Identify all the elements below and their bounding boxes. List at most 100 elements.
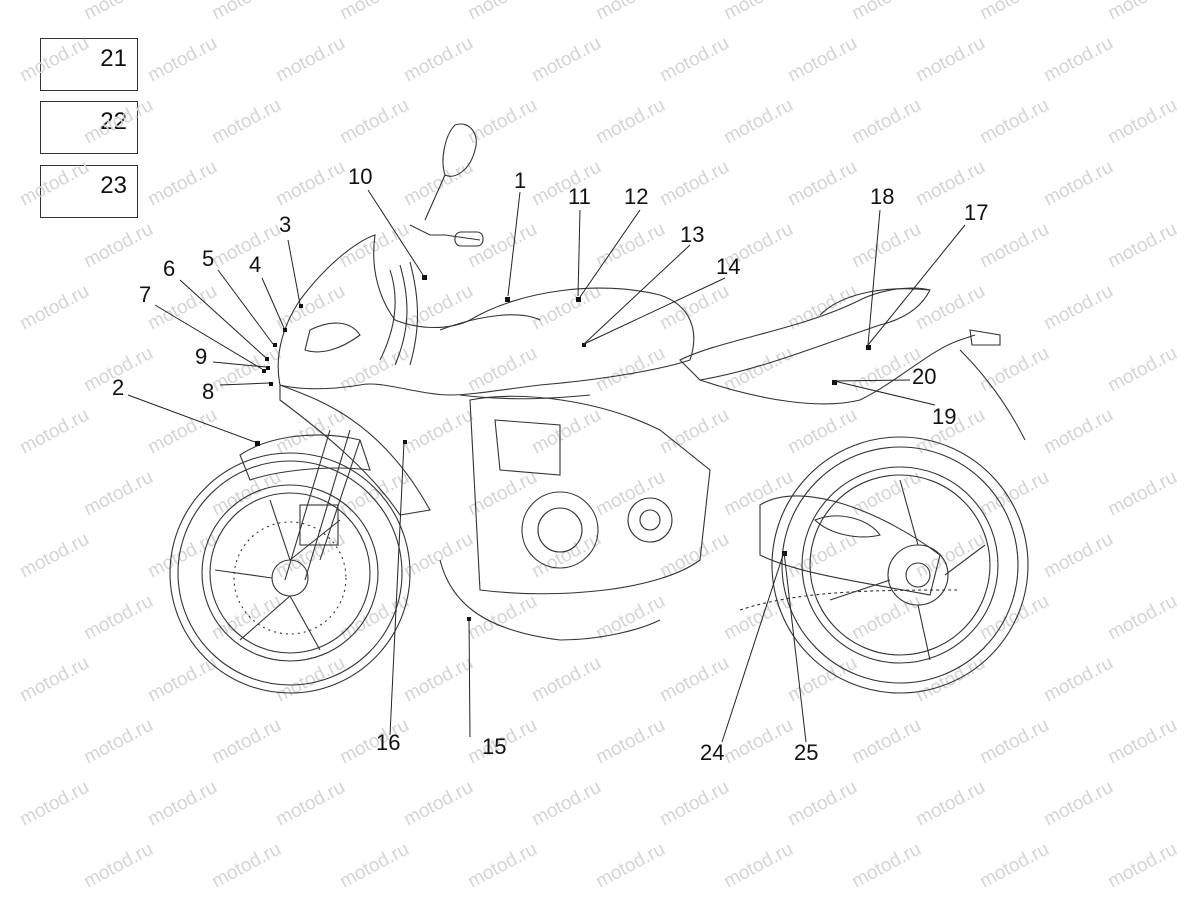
watermark-text: motod.ru bbox=[720, 591, 796, 645]
watermark-text: motod.ru bbox=[656, 529, 732, 583]
watermark-text: motod.ru bbox=[80, 591, 156, 645]
watermark-text: motod.ru bbox=[144, 529, 220, 583]
watermark-text: motod.ru bbox=[528, 529, 604, 583]
watermark-text: motod.ru bbox=[336, 0, 412, 24]
callout-24: 24 bbox=[700, 740, 724, 765]
watermark-text: motod.ru bbox=[784, 33, 860, 87]
callout-3: 3 bbox=[279, 212, 291, 237]
watermark-text: motod.ru bbox=[80, 467, 156, 521]
callout-labels: 1 2 3 4 5 6 7 8 9 10 11 12 13 14 15 16 1… bbox=[112, 164, 988, 765]
watermark-text: motod.ru bbox=[976, 343, 1052, 397]
watermark-text: motod.ru bbox=[528, 777, 604, 831]
watermark-text: motod.ru bbox=[592, 839, 668, 893]
watermark-text: motod.ru bbox=[208, 467, 284, 521]
front-fork bbox=[239, 429, 371, 581]
watermark-text: motod.ru bbox=[16, 777, 92, 831]
seat-tail bbox=[679, 287, 1026, 441]
engine-frame bbox=[439, 395, 711, 641]
callout-15: 15 bbox=[482, 734, 506, 759]
watermark-text: motod.ru bbox=[976, 839, 1052, 893]
callout-10: 10 bbox=[348, 164, 372, 189]
watermark-text: motod.ru bbox=[528, 653, 604, 707]
watermark-text: motod.ru bbox=[144, 405, 220, 459]
callout-2: 2 bbox=[112, 375, 124, 400]
callout-20: 20 bbox=[912, 364, 936, 389]
watermark-text: motod.ru bbox=[848, 839, 924, 893]
watermark-text: motod.ru bbox=[848, 467, 924, 521]
watermark-text: motod.ru bbox=[1040, 405, 1116, 459]
watermark-text: motod.ru bbox=[144, 157, 220, 211]
callout-19: 19 bbox=[932, 404, 956, 429]
watermark-text: motod.ru bbox=[16, 33, 92, 87]
watermark-text: motod.ru bbox=[848, 591, 924, 645]
rear-wheel bbox=[771, 436, 1029, 694]
watermark-text: motod.ru bbox=[592, 0, 668, 24]
callout-18: 18 bbox=[870, 184, 894, 209]
watermark-text: motod.ru bbox=[848, 219, 924, 273]
watermark-text: motod.ru bbox=[208, 343, 284, 397]
watermark-text: motod.ru bbox=[976, 219, 1052, 273]
watermark-text: motod.ru bbox=[80, 839, 156, 893]
watermark-text: motod.ru bbox=[592, 219, 668, 273]
watermark-text: motod.ru bbox=[1040, 529, 1116, 583]
watermark-text: motod.ru bbox=[208, 715, 284, 769]
watermark-text: motod.ru bbox=[720, 343, 796, 397]
watermark-text: motod.ru bbox=[1104, 95, 1180, 149]
callout-6: 6 bbox=[163, 256, 175, 281]
watermark-text: motod.ru bbox=[464, 591, 540, 645]
watermark-text: motod.ru bbox=[16, 653, 92, 707]
callout-25: 25 bbox=[794, 740, 818, 765]
watermark-text: motod.ru bbox=[272, 777, 348, 831]
watermark-text: motod.ru bbox=[720, 467, 796, 521]
callout-1: 1 bbox=[514, 168, 526, 193]
watermark-text: motod.ru bbox=[784, 653, 860, 707]
watermark-text: motod.ru bbox=[656, 33, 732, 87]
watermark-text: motod.ru bbox=[656, 777, 732, 831]
legend-box-21: 21 bbox=[40, 38, 138, 91]
watermark-text: motod.ru bbox=[592, 343, 668, 397]
callout-4: 4 bbox=[249, 252, 261, 277]
watermark-text: motod.ru bbox=[208, 0, 284, 24]
leader-lines bbox=[127, 189, 966, 743]
watermark-text: motod.ru bbox=[272, 529, 348, 583]
watermark-text: motod.ru bbox=[720, 715, 796, 769]
legend-label-22: 22 bbox=[100, 108, 127, 135]
watermark-text: motod.ru bbox=[464, 0, 540, 24]
watermark-text: motod.ru bbox=[400, 653, 476, 707]
watermark-text: motod.ru bbox=[592, 715, 668, 769]
watermark-text: motod.ru bbox=[208, 95, 284, 149]
fairing bbox=[277, 234, 695, 516]
handlebar-mirror bbox=[379, 123, 484, 366]
watermark-text: motod.ru bbox=[528, 405, 604, 459]
callout-12: 12 bbox=[624, 184, 648, 209]
callout-11: 11 bbox=[568, 184, 591, 209]
watermark-text: motod.ru bbox=[16, 281, 92, 335]
watermark-text: motod.ru bbox=[912, 777, 988, 831]
watermark-text: motod.ru bbox=[720, 0, 796, 24]
watermark-text: motod.ru bbox=[272, 33, 348, 87]
watermark-text: motod.ru bbox=[400, 157, 476, 211]
watermark-text: motod.ru bbox=[16, 405, 92, 459]
watermark-text: motod.ru bbox=[848, 715, 924, 769]
watermark-text: motod.ru bbox=[912, 33, 988, 87]
watermark-text: motod.ru bbox=[976, 715, 1052, 769]
watermark-text: motod.ru bbox=[1040, 157, 1116, 211]
watermark-text: motod.ru bbox=[144, 777, 220, 831]
legend-label-21: 21 bbox=[100, 45, 127, 72]
callout-5: 5 bbox=[202, 246, 214, 271]
watermark-text: motod.ru bbox=[464, 839, 540, 893]
watermark-text: motod.ru bbox=[80, 0, 156, 24]
watermark-text: motod.ru bbox=[144, 33, 220, 87]
watermark-text: motod.ru bbox=[400, 281, 476, 335]
watermark-text: motod.ru bbox=[592, 95, 668, 149]
legend-box-23: 23 bbox=[40, 165, 138, 218]
watermark-text: motod.ru bbox=[272, 157, 348, 211]
watermark-text: motod.ru bbox=[656, 281, 732, 335]
watermark-text: motod.ru bbox=[336, 715, 412, 769]
watermark-text: motod.ru bbox=[1104, 0, 1180, 24]
watermark-text: motod.ru bbox=[976, 467, 1052, 521]
callout-9: 9 bbox=[195, 344, 207, 369]
watermark-text: motod.ru bbox=[272, 281, 348, 335]
